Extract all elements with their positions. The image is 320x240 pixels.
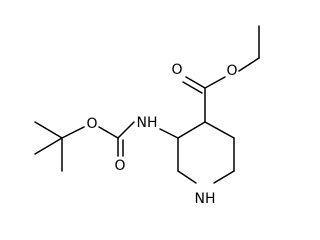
atom-label-nh-amide: NH	[137, 115, 158, 131]
piperidine-ring	[177, 121, 235, 184]
boc-amine-group	[34, 121, 179, 172]
bond-ester-double-a	[185, 76, 206, 89]
bond-ester-double-b	[182, 81, 203, 94]
atom-label-o-ether-boc: O	[86, 116, 97, 132]
bond-n1-c2	[177, 170, 197, 184]
molecule-diagram: NH O O O O NH	[34, 25, 260, 207]
bond-cquat-me-top	[34, 121, 63, 139]
bond-nh-ccarbonyl	[117, 121, 135, 139]
bond-ccarbonyl-oether	[204, 76, 226, 89]
atom-label-nh-ring: NH	[195, 191, 216, 207]
atom-label-o-ether-ester: O	[226, 63, 237, 79]
atom-label-o-carbonyl-ester: O	[171, 62, 182, 78]
bond-oether-cquat	[61, 126, 85, 139]
bond-c4-c5	[204, 121, 235, 139]
bond-c6-n1	[213, 170, 235, 184]
bond-oether-ch2	[238, 57, 260, 72]
bond-ccarbonyl-oether	[98, 126, 119, 139]
atom-label-o-carbonyl-boc: O	[114, 158, 125, 174]
ethyl-ester-group	[182, 25, 260, 123]
structure-svg: NH O O O O NH	[34, 25, 260, 207]
bond-c3-nh	[159, 128, 179, 139]
bond-c4-c3	[177, 121, 206, 139]
bond-cquat-me-left	[34, 137, 63, 155]
